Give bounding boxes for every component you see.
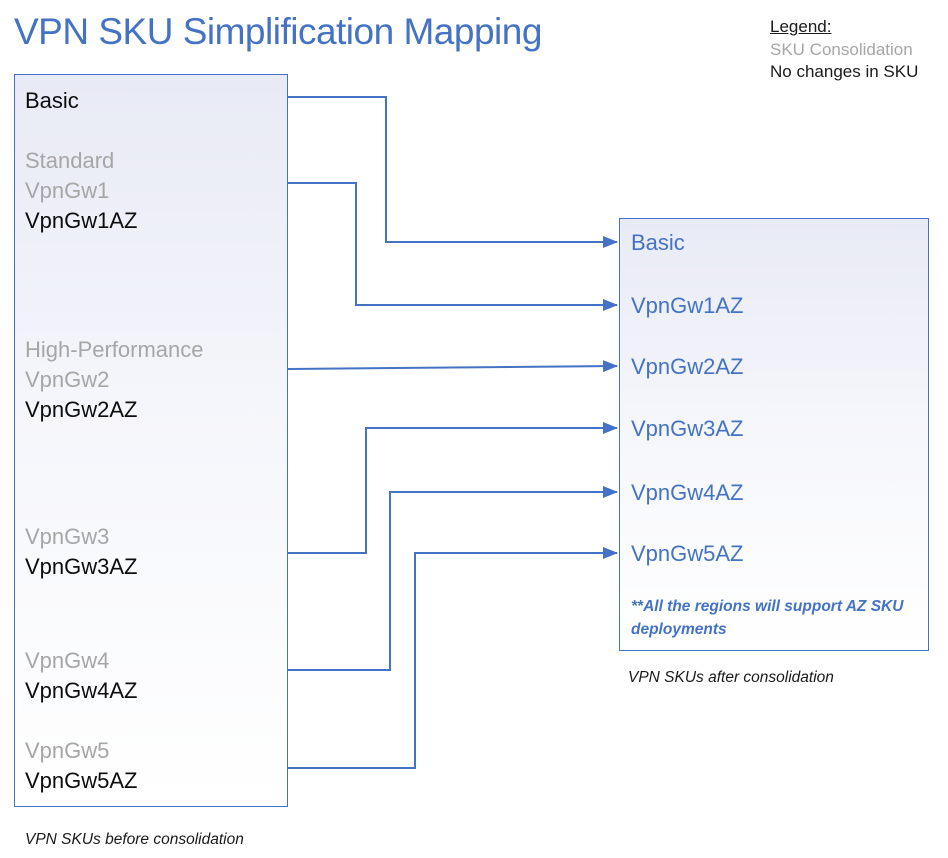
after-sku-vpngw5az: VpnGw5AZ: [631, 541, 744, 566]
after-sku-vpngw2az: VpnGw2AZ: [631, 354, 744, 379]
legend: Legend: SKU Consolidation No changes in …: [770, 16, 918, 84]
sku-vpngw2az: VpnGw2AZ: [25, 397, 138, 422]
sku-group-gw1: Standard VpnGw1 VpnGw1AZ: [25, 146, 138, 236]
sku-vpngw5: VpnGw5: [25, 738, 110, 763]
sku-vpngw3az: VpnGw3AZ: [25, 554, 138, 579]
legend-heading: Legend:: [770, 17, 832, 36]
sku-high-performance: High-Performance: [25, 337, 204, 362]
connector-vpngw1-to-vpngw1az: [288, 182, 618, 311]
after-consolidation-box: Basic VpnGw1AZ VpnGw2AZ VpnGw3AZ VpnGw4A…: [619, 218, 929, 651]
sku-vpngw1: VpnGw1: [25, 178, 110, 203]
after-sku-vpngw4az: VpnGw4AZ: [631, 480, 744, 505]
connector-vpngw4-to-vpngw4az: [288, 486, 618, 671]
sku-group-gw4: VpnGw4 VpnGw4AZ: [25, 646, 138, 706]
sku-vpngw3: VpnGw3: [25, 524, 110, 549]
sku-group-basic: Basic: [25, 86, 79, 116]
before-consolidation-box: Basic Standard VpnGw1 VpnGw1AZ High-Perf…: [14, 74, 288, 807]
before-box-caption: VPN SKUs before consolidation: [25, 831, 244, 848]
connector-vpngw2-to-vpngw2az: [287, 360, 618, 373]
after-sku-basic: Basic: [631, 230, 685, 255]
sku-vpngw4az: VpnGw4AZ: [25, 678, 138, 703]
page-title: VPN SKU Simplification Mapping: [14, 11, 542, 52]
after-sku-vpngw3az: VpnGw3AZ: [631, 416, 744, 441]
sku-vpngw5az: VpnGw5AZ: [25, 768, 138, 793]
az-support-note: **All the regions will support AZ SKU de…: [631, 598, 904, 638]
after-sku-vpngw1az: VpnGw1AZ: [631, 293, 744, 318]
sku-basic: Basic: [25, 88, 79, 113]
connector-basic-to-basic: [288, 96, 618, 248]
sku-group-gw2: High-Performance VpnGw2 VpnGw2AZ: [25, 335, 204, 425]
after-box-caption: VPN SKUs after consolidation: [628, 669, 834, 686]
sku-group-gw5: VpnGw5 VpnGw5AZ: [25, 736, 138, 796]
connector-vpngw3-to-vpngw3az: [288, 422, 618, 554]
sku-standard: Standard: [25, 148, 115, 173]
sku-vpngw1az: VpnGw1AZ: [25, 208, 138, 233]
sku-vpngw2: VpnGw2: [25, 367, 110, 392]
sku-group-gw3: VpnGw3 VpnGw3AZ: [25, 522, 138, 582]
sku-vpngw4: VpnGw4: [25, 648, 110, 673]
legend-item-sku-consolidation: SKU Consolidation: [770, 39, 913, 59]
connector-vpngw5-to-vpngw5az: [288, 547, 618, 769]
legend-item-no-changes: No changes in SKU: [770, 62, 919, 81]
